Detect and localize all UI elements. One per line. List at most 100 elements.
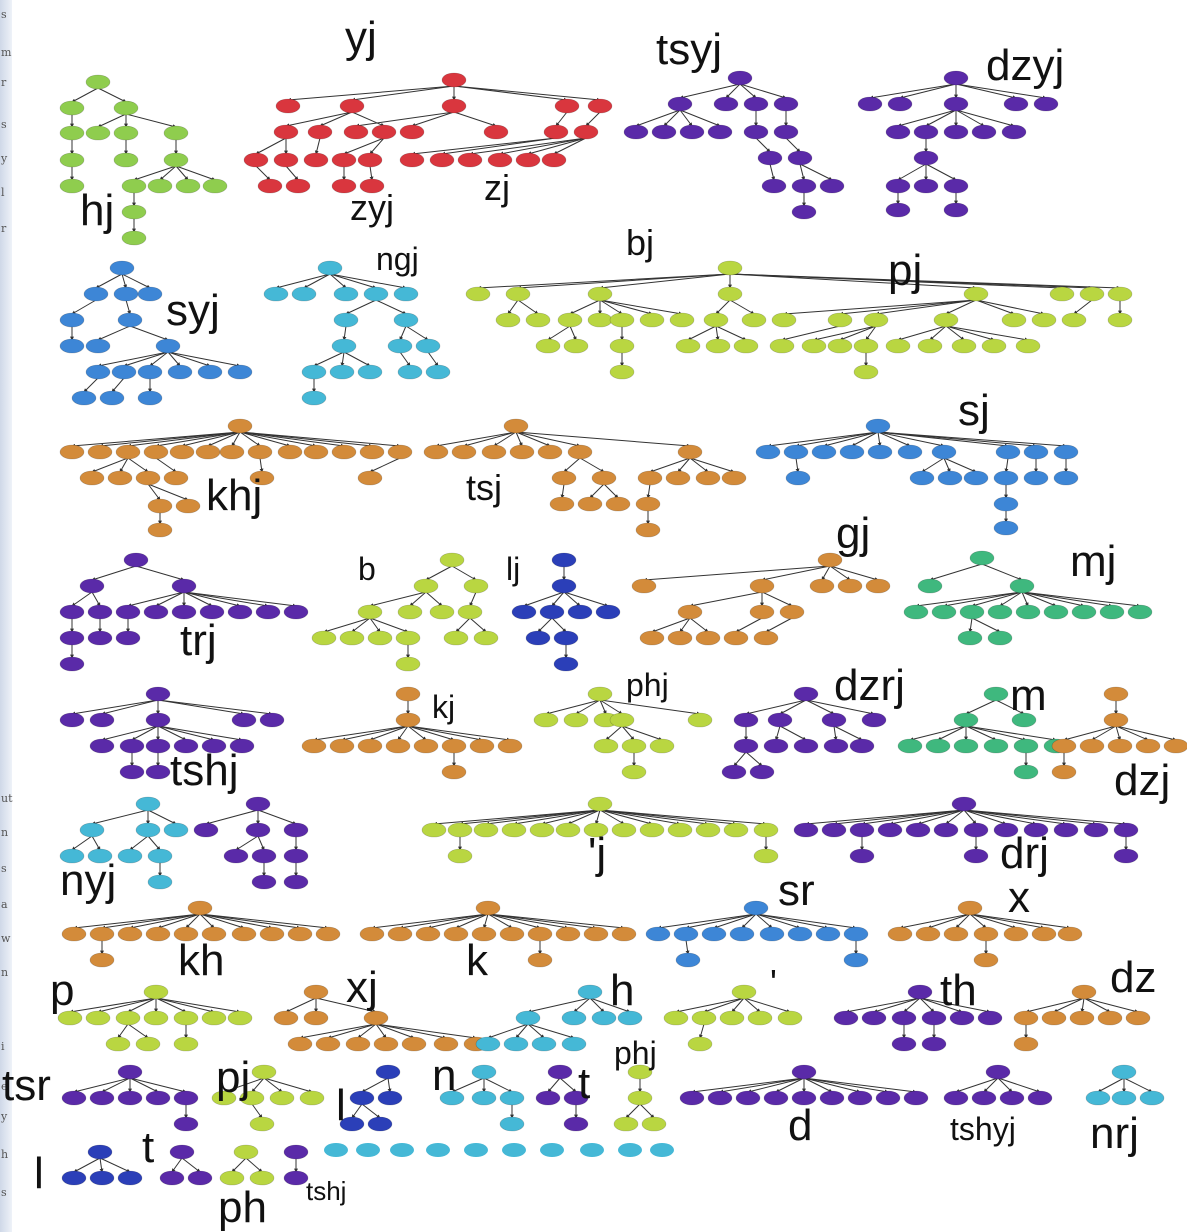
tree-edge bbox=[527, 1023, 575, 1039]
tree-node bbox=[863, 312, 889, 328]
tree-node bbox=[357, 364, 383, 380]
tree-edge bbox=[487, 913, 625, 930]
tree-node bbox=[367, 1116, 393, 1132]
tree-node bbox=[540, 1143, 564, 1157]
tree-node bbox=[109, 260, 135, 276]
tree-edge bbox=[329, 273, 407, 290]
tree-edge bbox=[997, 1077, 1013, 1093]
tree-node bbox=[441, 764, 467, 780]
tree-edge bbox=[71, 591, 93, 607]
tree-node bbox=[147, 522, 173, 538]
tree-edge bbox=[685, 939, 690, 955]
tree-node bbox=[163, 125, 189, 141]
tree-node bbox=[61, 1170, 87, 1186]
tree-edge bbox=[129, 913, 201, 930]
tree-edge bbox=[1053, 997, 1085, 1013]
tree-edge bbox=[91, 565, 137, 581]
tree-edge bbox=[239, 431, 317, 448]
tree-edge bbox=[239, 431, 261, 447]
tree-node bbox=[167, 364, 193, 380]
tree-node bbox=[963, 470, 989, 486]
cluster-39-tree bbox=[339, 1064, 403, 1132]
tree-node bbox=[301, 390, 327, 406]
tree-edge bbox=[1115, 725, 1177, 742]
cluster-14-tree bbox=[511, 552, 621, 672]
tree-node bbox=[375, 1064, 401, 1080]
tree-edge bbox=[903, 997, 921, 1013]
tree-edge bbox=[553, 137, 587, 155]
tree-node bbox=[307, 124, 333, 140]
tree-edge bbox=[599, 299, 653, 316]
tree-node bbox=[801, 338, 827, 354]
tree-node bbox=[387, 444, 413, 460]
tree-node bbox=[611, 926, 637, 942]
edge-glyph: m bbox=[1, 46, 12, 59]
tree-node bbox=[501, 822, 527, 838]
tree-node bbox=[853, 364, 879, 380]
tree-node bbox=[611, 822, 637, 838]
tree-edge bbox=[909, 725, 967, 742]
tree-edge bbox=[599, 273, 731, 290]
tree-edge bbox=[873, 997, 921, 1013]
tree-node bbox=[143, 984, 169, 1000]
tree-node bbox=[329, 738, 355, 754]
tree-node bbox=[793, 738, 819, 754]
cluster-label: yj bbox=[345, 13, 377, 62]
tree-node bbox=[155, 338, 181, 354]
tree-edge bbox=[147, 483, 189, 501]
tree-edge bbox=[409, 591, 427, 607]
tree-node bbox=[1023, 470, 1049, 486]
tree-node bbox=[137, 364, 163, 380]
edge-glyph: h bbox=[1, 1148, 9, 1161]
tree-node bbox=[135, 470, 161, 486]
tree-edge bbox=[427, 351, 439, 367]
cluster-extra-tree bbox=[193, 796, 309, 890]
tree-node bbox=[787, 150, 813, 166]
tree-node bbox=[343, 124, 369, 140]
tree-node bbox=[973, 952, 999, 968]
tree-node bbox=[1001, 124, 1027, 140]
tree-edge bbox=[803, 1077, 917, 1094]
tree-edge bbox=[1083, 997, 1111, 1013]
tree-node bbox=[145, 712, 171, 728]
tree-node bbox=[687, 712, 713, 728]
tree-edge bbox=[921, 457, 945, 473]
page-edge-strip bbox=[0, 0, 12, 1232]
tree-edge bbox=[239, 431, 401, 448]
tree-node bbox=[245, 822, 271, 838]
tree-node bbox=[759, 926, 785, 942]
cluster-24-tree bbox=[59, 796, 189, 890]
tree-node bbox=[791, 1090, 817, 1106]
tree-edge bbox=[459, 809, 601, 826]
tree-node bbox=[695, 630, 721, 646]
tree-node bbox=[554, 98, 580, 114]
tree-edge bbox=[971, 617, 1001, 633]
tree-node bbox=[373, 1036, 399, 1052]
tree-node bbox=[553, 656, 579, 672]
tree-edge bbox=[487, 913, 569, 930]
tree-edge bbox=[375, 1023, 387, 1039]
edge-glyph: n bbox=[1, 966, 9, 979]
tree-edge bbox=[927, 913, 971, 929]
cluster-20-tree bbox=[533, 686, 713, 780]
tree-edge bbox=[425, 565, 453, 581]
tree-edge bbox=[155, 997, 241, 1014]
tree-node bbox=[641, 1116, 667, 1132]
cluster-label: d bbox=[788, 1101, 812, 1150]
tree-node bbox=[283, 848, 309, 864]
cluster-23-tree bbox=[1051, 686, 1187, 780]
tree-edge bbox=[875, 299, 977, 316]
tree-node bbox=[723, 630, 749, 646]
tree-node bbox=[1107, 312, 1133, 328]
tree-node bbox=[1069, 1010, 1095, 1026]
tree-node bbox=[757, 150, 783, 166]
tree-node bbox=[257, 178, 283, 194]
cluster-label: syj bbox=[166, 286, 220, 335]
tree-edge bbox=[259, 457, 264, 473]
tree-edge bbox=[71, 699, 159, 716]
tree-edge bbox=[157, 725, 215, 742]
tree-edge bbox=[407, 725, 427, 741]
cluster-label: sr bbox=[778, 866, 815, 915]
tree-node bbox=[1051, 738, 1077, 754]
cluster-31-tree bbox=[57, 984, 253, 1052]
